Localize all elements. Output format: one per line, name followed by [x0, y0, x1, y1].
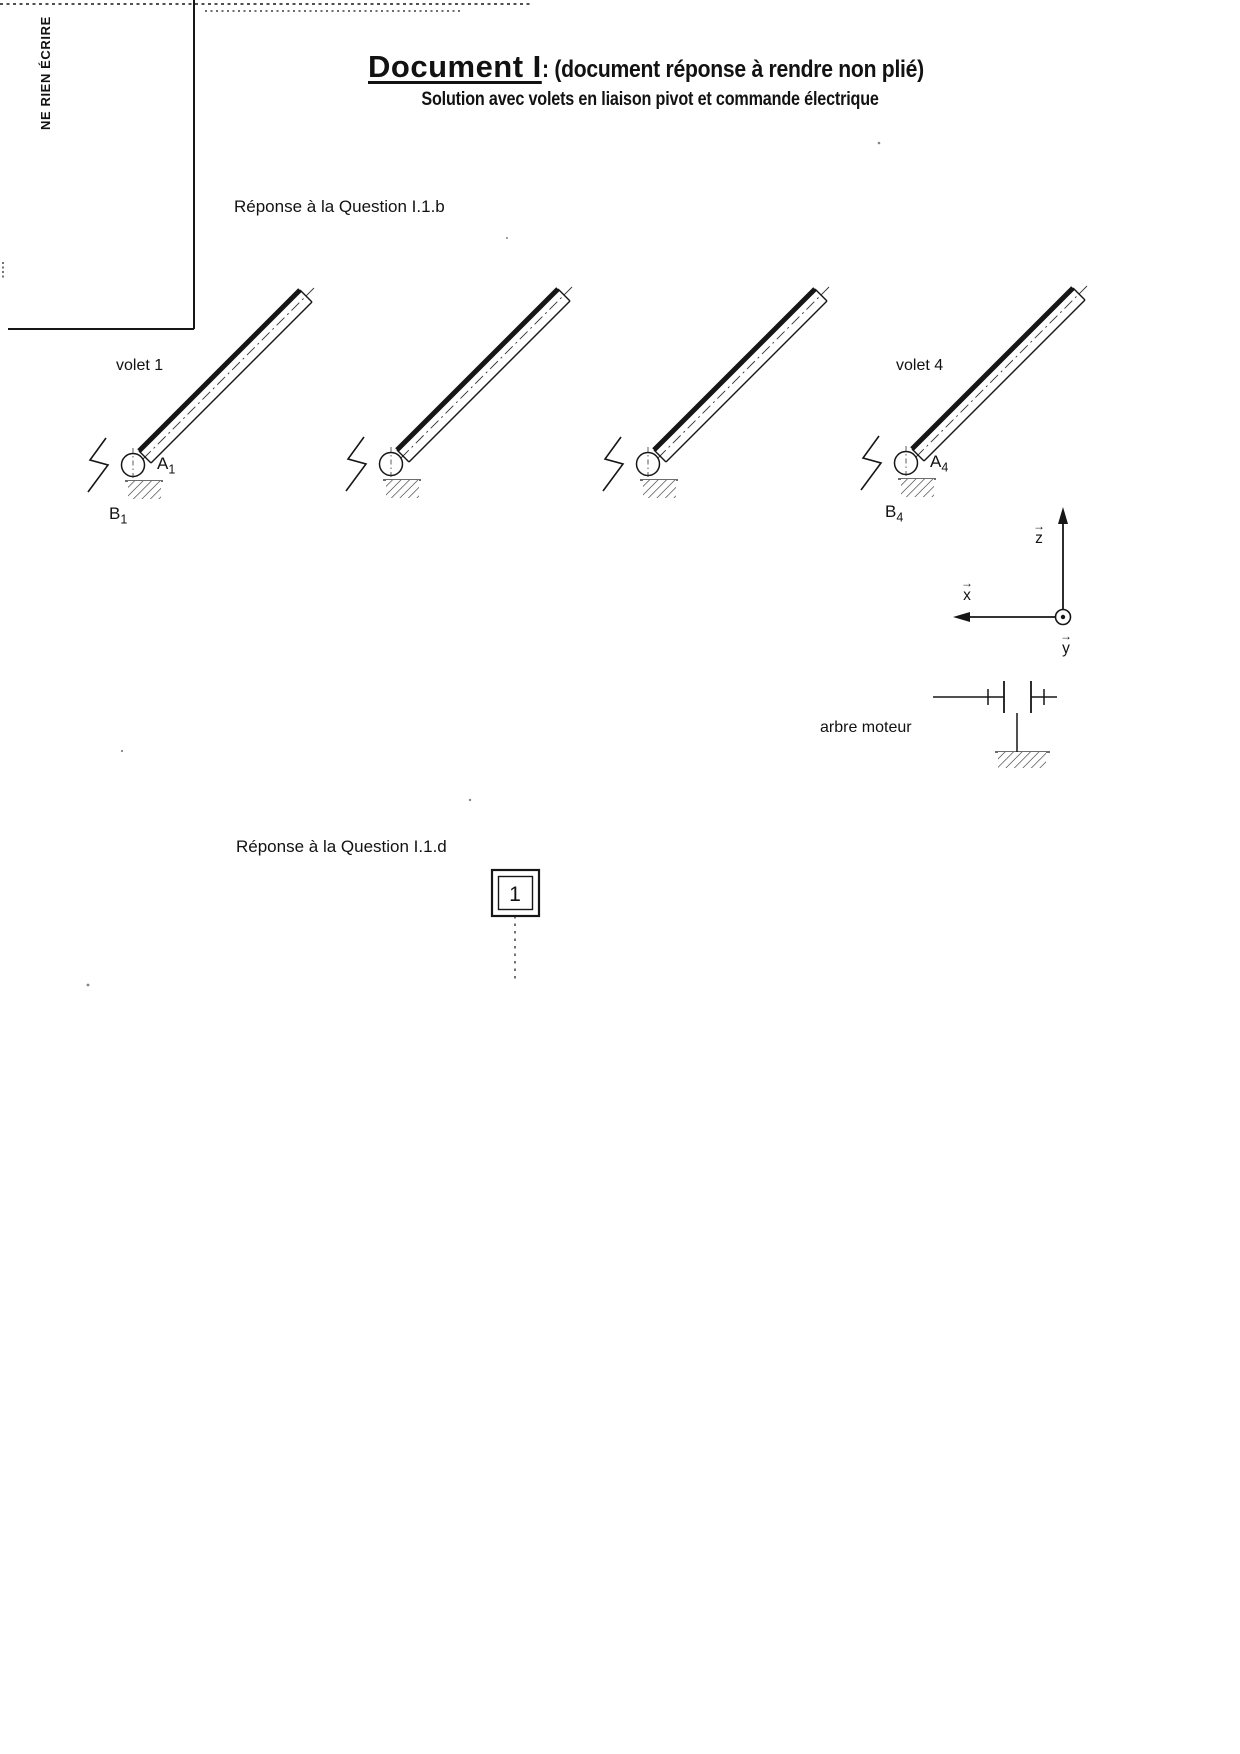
point-b4-subscript: 4	[896, 510, 904, 525]
title-paren-text: (document réponse à rendre non plié)	[554, 56, 924, 83]
y-axis-letter: y	[1062, 640, 1070, 657]
motor-shaft-symbol	[933, 681, 1057, 768]
point-b4-label: B4	[885, 502, 903, 524]
grafcet-initial-step: 1	[490, 868, 541, 980]
coordinate-frame	[953, 507, 1072, 626]
title-separator: :	[541, 56, 555, 83]
volet-4-label: volet 4	[896, 357, 944, 374]
point-b1-label: B1	[109, 504, 127, 526]
x-axis-label: → x	[961, 577, 973, 604]
title-main: Document I	[368, 49, 542, 84]
document-title: Document I : (document réponse à rendre …	[368, 49, 976, 85]
y-axis-label: → y	[1060, 630, 1072, 657]
point-a1-letter: A	[157, 454, 169, 473]
document-subtitle-text: Solution avec volets en liaison pivot et…	[421, 89, 880, 110]
point-a1-subscript: 1	[168, 462, 176, 477]
question-1b-label: Réponse à la Question I.1.b	[234, 197, 445, 216]
arbre-moteur-label: arbre moteur	[820, 719, 912, 736]
point-b1-subscript: 1	[120, 512, 128, 527]
fold-borders	[0, 0, 530, 330]
point-a4-letter: A	[930, 452, 942, 471]
volet-1-label: volet 1	[116, 357, 164, 374]
volet-diagram-1	[88, 288, 314, 499]
point-a4-subscript: 4	[941, 460, 949, 475]
question-1d-label: Réponse à la Question I.1.d	[236, 837, 447, 856]
volet-diagram-4	[861, 286, 1087, 497]
margin-note: NE RIEN ÉCRIRE	[38, 16, 53, 130]
volet-diagram-2	[346, 287, 572, 498]
x-vector-arrow-icon: →	[961, 576, 973, 590]
x-axis-letter: x	[963, 587, 971, 604]
y-vector-arrow-icon: →	[1060, 629, 1072, 643]
grafcet-step-number: 1	[509, 883, 521, 906]
point-a4-label: A4	[930, 452, 948, 474]
title-paren: : (document réponse à rendre non plié)	[542, 56, 924, 84]
z-axis-label: → z	[1033, 520, 1045, 547]
point-a1-label: A1	[157, 454, 175, 476]
volet-diagram-3	[603, 287, 829, 498]
z-vector-arrow-icon: →	[1033, 519, 1045, 533]
scan-specks	[86, 141, 881, 987]
document-subtitle: Solution avec volets en liaison pivot et…	[368, 89, 933, 111]
z-axis-letter: z	[1035, 530, 1043, 547]
point-b4-letter: B	[885, 502, 897, 521]
point-b1-letter: B	[109, 504, 121, 523]
